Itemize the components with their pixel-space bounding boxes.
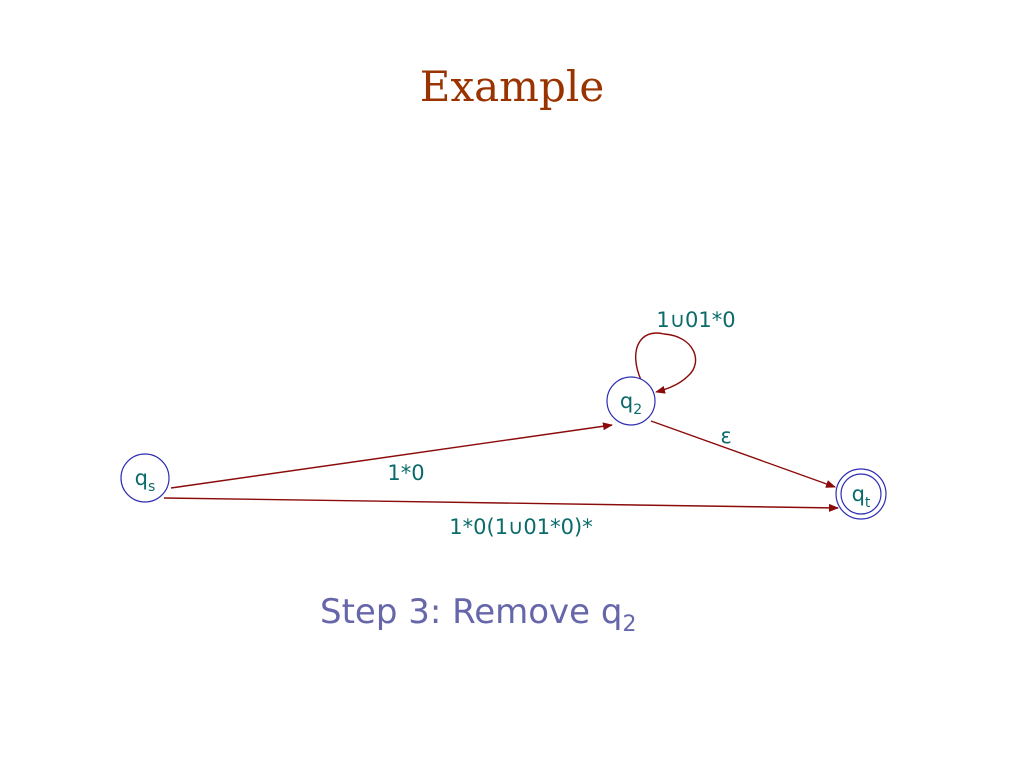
state-q2-subscript: 2 bbox=[633, 402, 642, 418]
edge-qs-to-q2 bbox=[170, 422, 613, 489]
state-q2: q2 bbox=[606, 376, 656, 426]
label-qs-to-q2: 1*0 bbox=[387, 461, 424, 485]
step-caption: Step 3: Remove q2 bbox=[320, 592, 636, 637]
slide-title: Example bbox=[419, 62, 605, 111]
label-qs-to-qt: 1*0(1∪01*0)* bbox=[449, 515, 592, 539]
state-qs-label: q bbox=[135, 466, 148, 490]
state-qs-subscript: s bbox=[148, 479, 155, 495]
state-qt-label: q bbox=[852, 482, 865, 506]
svg-text:q2: q2 bbox=[620, 389, 642, 418]
step-caption-subscript: 2 bbox=[622, 611, 637, 637]
label-q2-to-qt: ε bbox=[720, 424, 731, 448]
step-caption-text: Step 3: Remove q bbox=[320, 592, 623, 632]
state-q2-label: q bbox=[620, 389, 633, 413]
edge-q2-self-loop bbox=[634, 332, 697, 394]
svg-text:qt: qt bbox=[852, 482, 871, 511]
edge-q2-to-qt bbox=[650, 420, 836, 488]
state-qs: qs bbox=[120, 453, 170, 503]
edge-qs-to-qt bbox=[163, 497, 839, 512]
state-qt: qt bbox=[835, 468, 887, 520]
label-q2-self-loop: 1∪01*0 bbox=[656, 308, 735, 332]
svg-text:qs: qs bbox=[135, 466, 156, 495]
state-qt-subscript: t bbox=[865, 495, 871, 511]
